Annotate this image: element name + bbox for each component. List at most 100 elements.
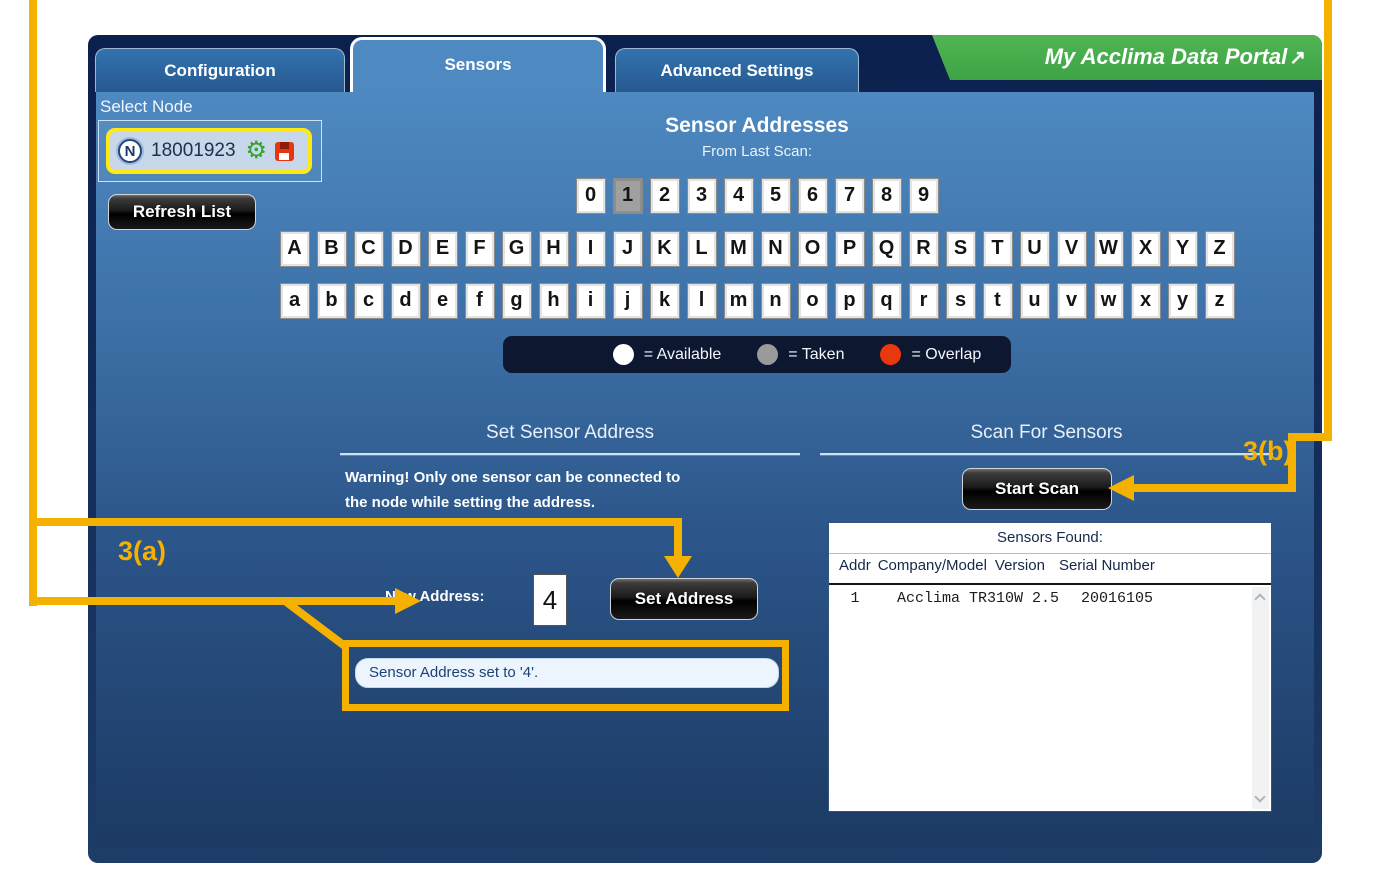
sensor-addresses-title: Sensor Addresses [665, 114, 849, 137]
address-key-U[interactable]: U [1019, 231, 1050, 267]
address-key-o[interactable]: o [797, 283, 828, 319]
address-key-t[interactable]: t [982, 283, 1013, 319]
address-key-m[interactable]: m [723, 283, 754, 319]
results-scrollbar[interactable] [1252, 587, 1269, 809]
address-key-A[interactable]: A [279, 231, 310, 267]
address-key-p[interactable]: p [834, 283, 865, 319]
address-key-X[interactable]: X [1130, 231, 1161, 267]
address-key-k[interactable]: k [649, 283, 680, 319]
set-address-button[interactable]: Set Address [610, 578, 758, 620]
address-key-L[interactable]: L [686, 231, 717, 267]
address-key-s[interactable]: s [945, 283, 976, 319]
content-area: Select Node N 18001923 ⚙ Refresh List Se… [96, 92, 1314, 847]
address-key-v[interactable]: v [1056, 283, 1087, 319]
address-key-3[interactable]: 3 [686, 178, 717, 214]
address-key-5[interactable]: 5 [760, 178, 791, 214]
address-key-l[interactable]: l [686, 283, 717, 319]
address-key-1[interactable]: 1 [612, 178, 643, 214]
address-key-D[interactable]: D [390, 231, 421, 267]
address-key-E[interactable]: E [427, 231, 458, 267]
address-key-h[interactable]: h [538, 283, 569, 319]
legend-item-taken: = Taken [757, 344, 844, 365]
start-scan-button[interactable]: Start Scan [962, 468, 1112, 510]
address-key-2[interactable]: 2 [649, 178, 680, 214]
address-key-G[interactable]: G [501, 231, 532, 267]
address-key-e[interactable]: e [427, 283, 458, 319]
address-key-r[interactable]: r [908, 283, 939, 319]
address-key-R[interactable]: R [908, 231, 939, 267]
address-key-J[interactable]: J [612, 231, 643, 267]
legend-label-taken: = Taken [788, 345, 845, 363]
refresh-list-button[interactable]: Refresh List [108, 194, 256, 230]
annotation-left-line [29, 0, 37, 606]
address-key-B[interactable]: B [316, 231, 347, 267]
annotation-line-to-start-scan [1134, 484, 1296, 492]
new-address-input[interactable] [533, 574, 567, 626]
address-key-C[interactable]: C [353, 231, 384, 267]
my-acclima-data-portal-link[interactable]: My Acclima Data Portal↗ [932, 35, 1322, 80]
address-key-g[interactable]: g [501, 283, 532, 319]
address-key-f[interactable]: f [464, 283, 495, 319]
address-key-F[interactable]: F [464, 231, 495, 267]
address-key-n[interactable]: n [760, 283, 791, 319]
address-key-T[interactable]: T [982, 231, 1013, 267]
gear-icon[interactable]: ⚙ [245, 137, 268, 164]
address-key-c[interactable]: c [353, 283, 384, 319]
address-key-P[interactable]: P [834, 231, 865, 267]
address-key-q[interactable]: q [871, 283, 902, 319]
address-key-I[interactable]: I [575, 231, 606, 267]
address-key-u[interactable]: u [1019, 283, 1050, 319]
tab-sensors[interactable]: Sensors [350, 37, 606, 92]
address-key-H[interactable]: H [538, 231, 569, 267]
address-key-z[interactable]: z [1204, 283, 1235, 319]
warning-text: Warning! Only one sensor can be connecte… [345, 465, 705, 515]
warning-line-1: Warning! Only one sensor can be connecte… [345, 469, 681, 486]
address-key-0[interactable]: 0 [575, 178, 606, 214]
address-key-Y[interactable]: Y [1167, 231, 1198, 267]
set-sensor-address-title: Set Sensor Address [486, 422, 654, 443]
tab-configuration[interactable]: Configuration [95, 48, 345, 92]
address-legend: = Available= Taken= Overlap [502, 336, 1012, 373]
results-column-headers: Addr Company/Model Version Serial Number [829, 557, 1271, 574]
address-key-S[interactable]: S [945, 231, 976, 267]
address-key-a[interactable]: a [279, 283, 310, 319]
address-key-M[interactable]: M [723, 231, 754, 267]
save-icon[interactable] [275, 141, 295, 161]
address-key-4[interactable]: 4 [723, 178, 754, 214]
tab-advanced-settings[interactable]: Advanced Settings [615, 48, 859, 92]
address-key-K[interactable]: K [649, 231, 680, 267]
address-key-9[interactable]: 9 [908, 178, 939, 214]
from-last-scan-subtitle: From Last Scan: [701, 143, 813, 160]
sensor-addr: 1 [850, 590, 860, 607]
address-key-w[interactable]: w [1093, 283, 1124, 319]
scroll-up-icon[interactable] [1254, 593, 1266, 605]
address-key-x[interactable]: x [1130, 283, 1161, 319]
address-key-N[interactable]: N [760, 231, 791, 267]
address-key-7[interactable]: 7 [834, 178, 865, 214]
annotation-line-to-set-address [29, 518, 682, 526]
address-key-d[interactable]: d [390, 283, 421, 319]
status-message: Sensor Address set to '4'. [355, 658, 779, 688]
address-key-b[interactable]: b [316, 283, 347, 319]
address-key-8[interactable]: 8 [871, 178, 902, 214]
address-key-j[interactable]: j [612, 283, 643, 319]
address-key-y[interactable]: y [1167, 283, 1198, 319]
scroll-down-icon[interactable] [1254, 791, 1266, 803]
address-key-6[interactable]: 6 [797, 178, 828, 214]
node-item-selected[interactable]: N 18001923 ⚙ [106, 128, 312, 174]
address-key-Q[interactable]: Q [871, 231, 902, 267]
address-key-Z[interactable]: Z [1204, 231, 1235, 267]
annotation-right-line [1324, 0, 1332, 441]
address-key-i[interactable]: i [575, 283, 606, 319]
address-key-V[interactable]: V [1056, 231, 1087, 267]
sensor-version: 2.5 [1032, 590, 1060, 607]
node-id: 18001923 [151, 140, 236, 161]
address-key-W[interactable]: W [1093, 231, 1124, 267]
address-key-O[interactable]: O [797, 231, 828, 267]
column-version: Version [994, 557, 1045, 574]
